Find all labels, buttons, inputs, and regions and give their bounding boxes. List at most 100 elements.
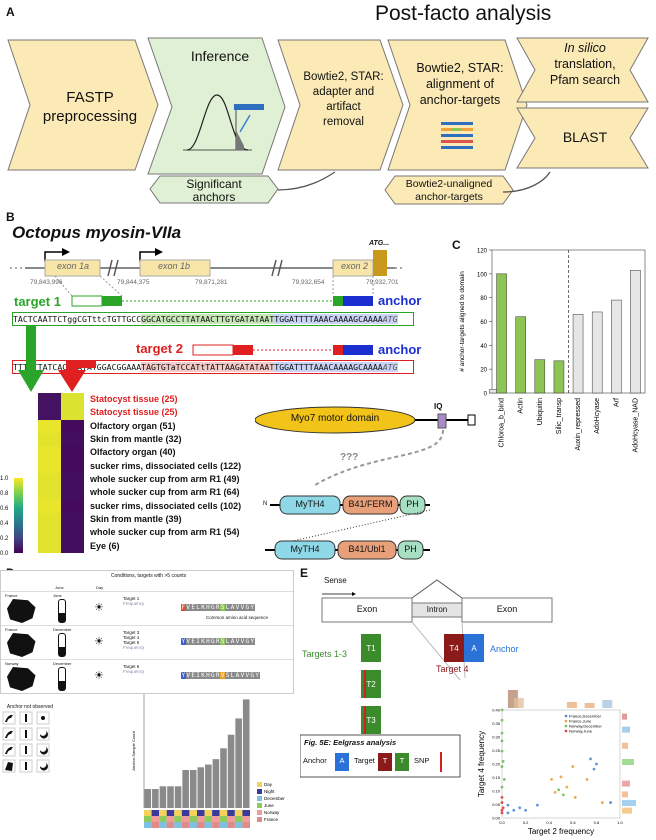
b41-ferm (342, 495, 399, 515)
target2-label: target 2 (136, 341, 183, 356)
coord-4: 79,932,654 (292, 279, 325, 286)
d-annotation-cell (174, 822, 182, 828)
target1-label: target 1 (14, 294, 61, 309)
heatmap-cell (61, 393, 84, 407)
heatmap-cell (61, 406, 84, 420)
common-sequence-label: Common amino acid sequence (206, 615, 269, 620)
scatter-point (553, 790, 557, 794)
heatmap-cell (38, 406, 61, 420)
aa-sequence: FVELKHGRSLAVVGY (181, 604, 255, 611)
inference-chevron (147, 37, 286, 175)
scatter-legend-marker (564, 714, 568, 718)
scatter-y-tick: 0.10 (492, 789, 501, 794)
d-annotation-cell (242, 810, 250, 816)
aa-residue: K (200, 638, 206, 645)
scatter-x-tick: 0.6 (570, 820, 576, 825)
scatter-point (500, 765, 504, 768)
thermometer-icon (58, 633, 66, 657)
heatmap-cell (61, 459, 84, 473)
d-legend-label: Day (264, 782, 273, 787)
t3-label: T3 (366, 716, 376, 725)
scatter-point (500, 731, 504, 735)
top-histogram-bar (513, 698, 524, 708)
right-histogram-bar (622, 780, 630, 787)
scatter-point (506, 803, 510, 807)
gene-model (10, 248, 405, 356)
d-annotation-cell (151, 816, 160, 822)
top-histogram-bar (566, 702, 577, 708)
d-annotation-cell (219, 816, 228, 822)
aa-residue: Y (254, 672, 260, 679)
aa-residue: S (220, 638, 226, 645)
d-legend-swatch (257, 789, 262, 794)
significance-bar (234, 104, 264, 110)
heatmap-cell (38, 393, 61, 407)
inference-label: Inference (190, 48, 250, 64)
scatter-point (506, 811, 510, 815)
key-target-label: Target (354, 756, 375, 765)
aa-residue: A (230, 638, 236, 645)
tissue-label: Eye (6) (90, 540, 120, 551)
d-annotation-cell (166, 816, 175, 822)
aa-residue: H (205, 604, 211, 611)
blast-box (516, 107, 649, 169)
aa-residue: V (240, 604, 245, 611)
aa-residue: A (235, 672, 241, 679)
exon-1b (139, 259, 211, 277)
tissue-label: sucker rims, dissociated cells (102) (90, 500, 242, 511)
exon-left-label: Exon (356, 604, 378, 614)
coord-5: 79,932,701 (366, 279, 399, 286)
scatter-y-tick: 0.25 (492, 748, 501, 753)
scatter-y-tick: 0.05 (492, 802, 501, 807)
aa-residue: G (249, 672, 255, 679)
tissue-heatmap (38, 393, 84, 553)
d-annotation-cell (204, 810, 213, 816)
t1-box (361, 634, 381, 662)
exon-2-label: exon 2 (341, 261, 369, 271)
d-bar (159, 786, 167, 808)
exon-1a (44, 259, 101, 277)
right-histogram-bar (622, 800, 636, 807)
aa-residue: L (225, 604, 231, 611)
month-label: June (53, 593, 62, 598)
scatter-y-tick: 0.00 (492, 816, 501, 821)
tissue-label: sucker rims, dissociated cells (122) (90, 460, 242, 471)
key-t1-label: T (382, 756, 388, 765)
aa-residue: V (235, 638, 241, 645)
d-bar (167, 786, 174, 808)
aa-residue: R (215, 604, 221, 611)
d-annotation-cell (174, 810, 182, 816)
exon-left (321, 597, 413, 623)
y-tick-label: 80 (480, 296, 487, 302)
d-legend-swatch (257, 803, 262, 808)
bowtie-adapter-chevron (277, 39, 404, 171)
aa-residue: H (205, 638, 211, 645)
scatter-point (585, 778, 589, 781)
targets-1-3-label: Targets 1-3 (302, 649, 348, 659)
aa-residue: R (215, 638, 221, 645)
aa-residue: V (240, 672, 245, 679)
unaligned-box (384, 175, 514, 205)
d-annotation-cell (204, 816, 213, 822)
heatmap-cell (61, 446, 84, 460)
heatmap-cell (61, 513, 84, 527)
colorbar-tick: 0.8 (0, 491, 9, 497)
target-name: Target 4 (123, 635, 140, 640)
anchor-box (464, 634, 484, 662)
exon-right (461, 597, 553, 623)
insilico-box (516, 37, 649, 103)
d-annotation-cell (189, 810, 197, 816)
heatmap-cell (61, 473, 84, 487)
colorbar (14, 478, 23, 553)
aa-residue: E (190, 638, 196, 645)
aa-sequence: YVEIKHGRVSLAVVGY (181, 672, 260, 679)
aa-residue: F (181, 604, 186, 611)
d-annotation-cell (181, 816, 190, 822)
country-map-icon (7, 667, 36, 691)
d-bar (197, 767, 205, 808)
aa-residue: K (200, 604, 206, 611)
scatter-point (518, 806, 522, 810)
